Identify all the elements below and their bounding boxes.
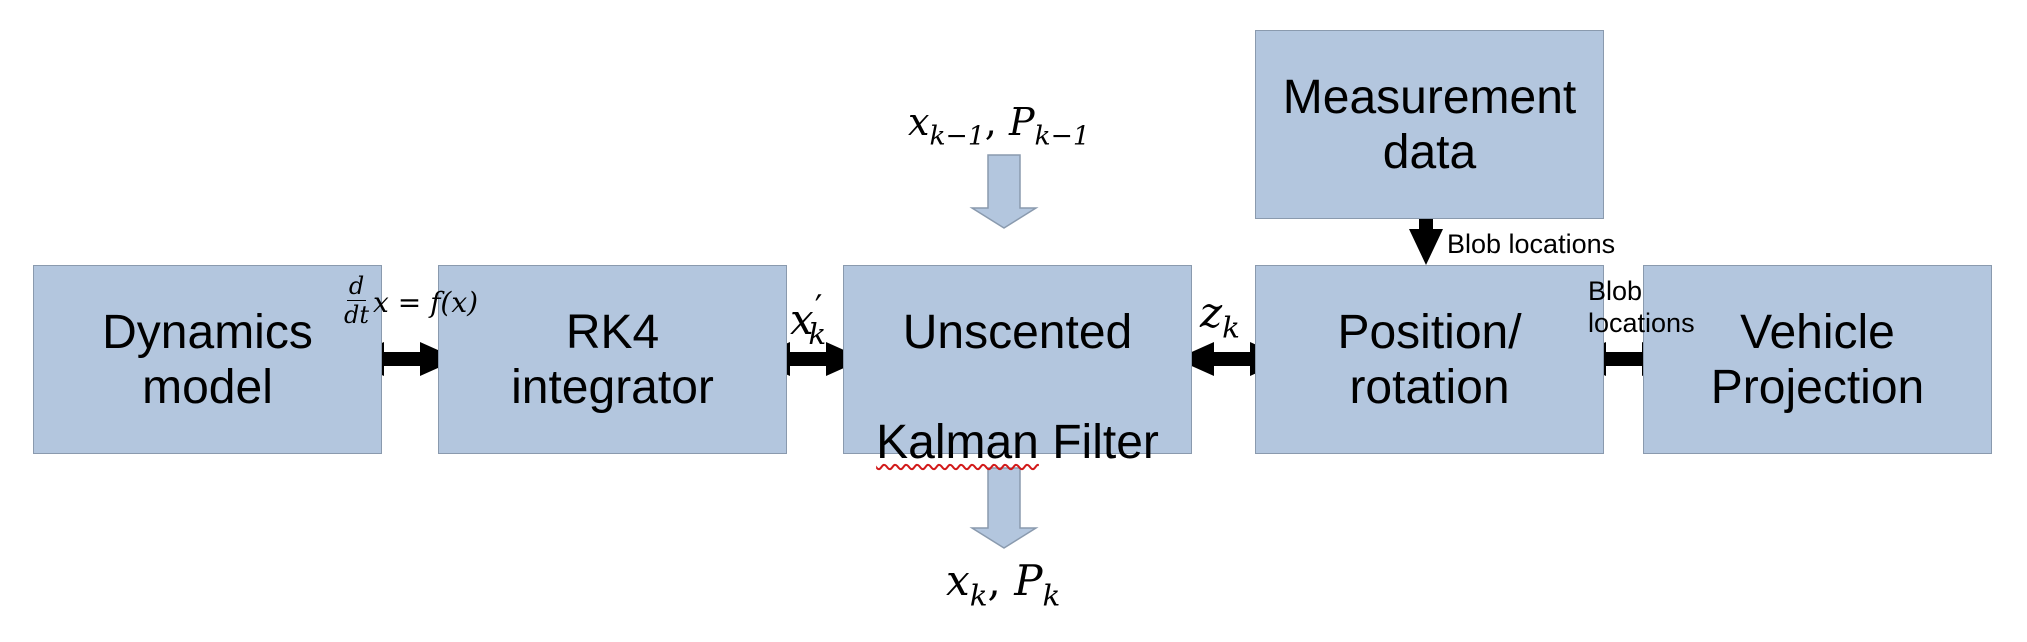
measurement-data-block: Measurement data [1255, 30, 1604, 219]
previous-state-label: xk−1, Pk−1 [908, 100, 1090, 152]
rk4-integrator-block: RK4 integrator [438, 265, 787, 454]
ukf-label: Unscented Kalman Filter [876, 250, 1159, 470]
position-rotation-block: Position/ rotation [1255, 265, 1604, 454]
vehicle-projection-block: Vehicle Projection [1643, 265, 1992, 454]
ukf-label-kalman: Kalman [876, 415, 1039, 469]
derivative-fraction: d dt [344, 272, 370, 329]
blob-locations-label-top: Blob locations [1447, 229, 1616, 259]
output-arrow [969, 467, 1039, 549]
output-state-label: xk, Pk [946, 556, 1061, 613]
ukf-label-filter: Filter [1038, 415, 1159, 469]
input-arrow [969, 154, 1039, 229]
predicted-state-label: x′k [790, 288, 827, 352]
dynamics-model-block: Dynamics model [33, 265, 382, 454]
position-rotation-label: Position/ rotation [1337, 305, 1522, 414]
ukf-label-line1: Unscented [902, 305, 1133, 359]
vehicle-projection-label: Vehicle Projection [1710, 305, 1925, 414]
measurement-data-label: Measurement data [1282, 70, 1577, 179]
measurement-vector-label: zk [1200, 288, 1240, 345]
unscented-kalman-filter-block: Unscented Kalman Filter [843, 265, 1192, 469]
blob-locations-label-side: Blob locations [1588, 276, 1695, 338]
dynamics-model-label: Dynamics model [102, 305, 313, 414]
ode-equation-label: d dt x = f(x) [344, 272, 479, 329]
rk4-integrator-label: RK4 integrator [511, 305, 714, 414]
